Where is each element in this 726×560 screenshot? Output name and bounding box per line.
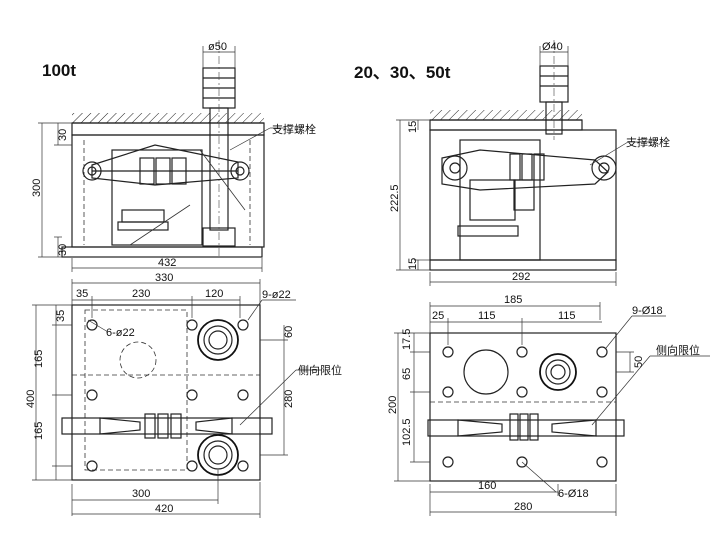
left-support-bolt-label: 支撑螺栓: [272, 122, 316, 136]
left-bottom-plate: 30: [57, 244, 69, 256]
left-view: 100t: [25, 40, 342, 518]
left-title: 100t: [42, 61, 76, 80]
right-dim-25: 25: [432, 310, 444, 322]
left-plan: 330 35 230 120 9-ø22 6-ø22 400 35 165 16…: [25, 272, 342, 518]
right-holes-6: 6-Ø18: [558, 488, 589, 500]
left-dim-165-a: 165: [33, 350, 45, 368]
right-holes-9: 9-Ø18: [632, 305, 663, 317]
left-dim-280: 280: [283, 390, 295, 408]
left-dim-420: 420: [155, 503, 173, 515]
right-title: 20、30、50t: [354, 63, 451, 82]
right-view: 20、30、50t: [354, 40, 710, 516]
left-dim-165-b: 165: [33, 422, 45, 440]
right-dim-102-5: 102.5: [401, 418, 413, 446]
left-width: 432: [158, 257, 176, 269]
right-plan: 185 25 115 115 9-Ø18 200 17.5 65 102.5: [387, 294, 710, 516]
right-dim-115-b: 115: [558, 310, 576, 322]
left-height-total: 300: [31, 179, 43, 197]
left-dim-300: 300: [132, 488, 150, 500]
left-side-limit-label: 侧向限位: [298, 363, 342, 377]
right-ceiling-hatch: [430, 110, 582, 120]
left-elevation: ø50 支撑螺栓 300 30 30 432: [31, 40, 316, 272]
right-dim-160: 160: [478, 480, 496, 492]
right-width: 292: [512, 271, 530, 283]
right-bolt-dia: Ø40: [542, 41, 563, 53]
left-bolt-dia: ø50: [208, 41, 227, 53]
right-side-limit-label: 侧向限位: [656, 343, 700, 357]
left-dim-35: 35: [76, 288, 88, 300]
right-dim-65: 65: [401, 368, 413, 380]
left-dim-60: 60: [283, 326, 295, 338]
ceiling-hatch: [72, 113, 264, 123]
right-height-total: 222.5: [389, 184, 401, 212]
right-base-plate: [429, 332, 617, 482]
left-dim-230: 230: [132, 288, 150, 300]
left-top-plate: 30: [57, 129, 69, 141]
right-dim-115-a: 115: [478, 310, 496, 322]
left-plan-width-top: 330: [155, 272, 173, 284]
right-elevation: Ø40 支撑螺栓 222.5 15 15 292: [389, 40, 670, 286]
left-dim-35-v: 35: [55, 310, 67, 322]
left-dim-120: 120: [205, 288, 223, 300]
left-holes-9: 9-ø22: [262, 289, 291, 301]
right-dim-185: 185: [504, 294, 522, 306]
left-holes-6: 6-ø22: [106, 327, 135, 339]
right-plan-height: 200: [387, 396, 399, 414]
left-plan-height: 400: [25, 390, 37, 408]
right-support-bolt-label: 支撑螺栓: [626, 135, 670, 149]
right-dim-50: 50: [633, 356, 645, 368]
right-bottom-plate: 15: [407, 258, 419, 270]
right-dim-280: 280: [514, 501, 532, 513]
right-top-plate: 15: [407, 121, 419, 133]
left-base-plate: [71, 304, 261, 481]
right-dim-17-5: 17.5: [401, 329, 413, 350]
